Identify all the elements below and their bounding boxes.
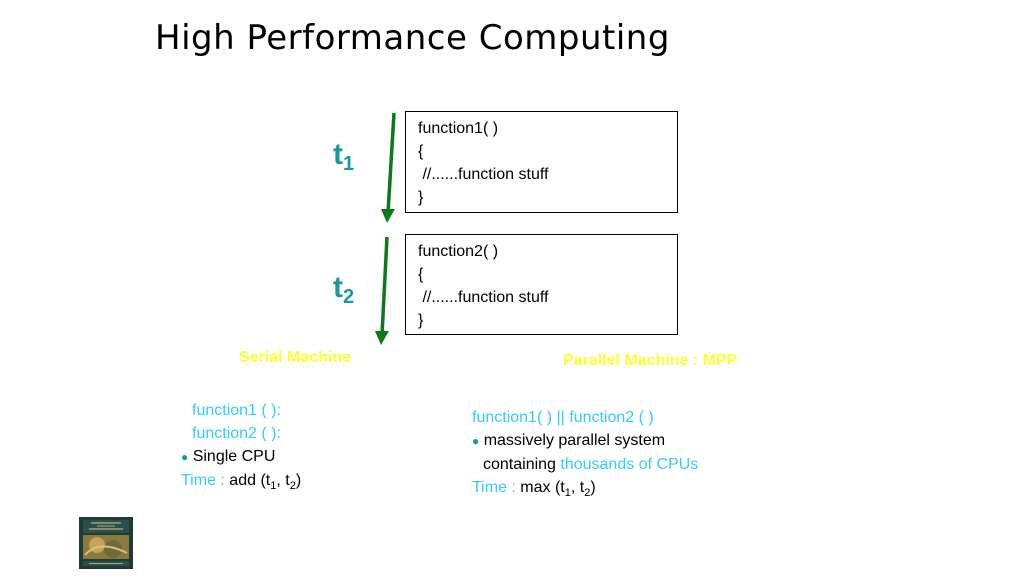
code-line: } bbox=[418, 189, 424, 206]
slide-title: High Performance Computing bbox=[155, 18, 670, 58]
parallel-containing: containing thousands of CPUs bbox=[483, 456, 699, 473]
code-line: function2( ) bbox=[418, 243, 499, 260]
arrow-down-icon-2 bbox=[375, 236, 389, 345]
parallel-machine-heading: Parallel Machine : MPP bbox=[563, 352, 738, 369]
function2-code-box: function2( ) { //......function stuff } bbox=[405, 234, 678, 335]
t2-label: t2 bbox=[333, 271, 355, 308]
bullet-icon: ● bbox=[181, 450, 189, 464]
parallel-time: Time : max (t1, t2) bbox=[472, 479, 596, 500]
parallel-line-1: function1( ) || function2 ( ) bbox=[472, 409, 654, 426]
t1-label: t1 bbox=[333, 138, 355, 175]
serial-machine-heading: Serial Machine bbox=[239, 349, 352, 366]
code-line: { bbox=[418, 266, 424, 283]
serial-line-2: function2 ( ): bbox=[192, 425, 281, 442]
code-line: //......function stuff bbox=[418, 289, 549, 306]
arrow-down-icon-1 bbox=[381, 112, 396, 223]
function1-code-box: function1( ) { //......function stuff } bbox=[405, 111, 678, 213]
timeline-arrows bbox=[375, 112, 396, 345]
code-line: } bbox=[418, 312, 424, 329]
code-line: //......function stuff bbox=[418, 166, 549, 183]
parallel-bullet-item: ● massively parallel system bbox=[472, 432, 666, 449]
code-line: { bbox=[418, 143, 424, 160]
serial-bullet-item: ● Single CPU bbox=[181, 448, 276, 465]
book-cover-image bbox=[79, 517, 133, 569]
bullet-icon: ● bbox=[472, 434, 480, 448]
serial-time: Time : add (t1, t2) bbox=[181, 472, 302, 493]
serial-line-1: function1 ( ): bbox=[192, 402, 281, 419]
parallel-description: function1( ) || function2 ( ) ● massivel… bbox=[472, 406, 698, 505]
code-line: function1( ) bbox=[418, 120, 499, 137]
serial-description: function1 ( ): function2 ( ): ● Single C… bbox=[181, 399, 301, 498]
